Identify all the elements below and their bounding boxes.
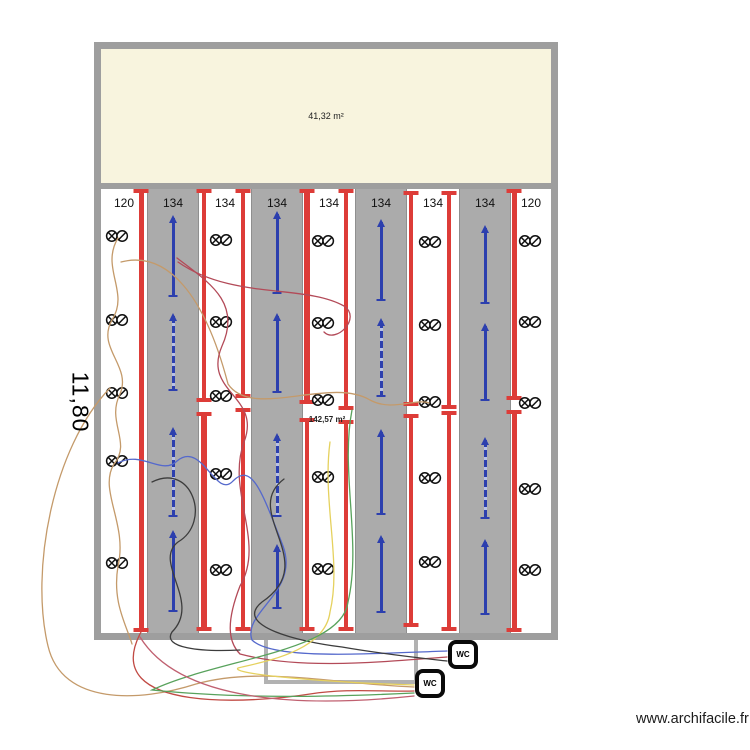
strip-width-label: 134 [474,196,496,210]
archifacile-watermark: www.archifacile.fr [636,711,749,727]
direction-arrow[interactable] [483,326,487,400]
wc-label: WC [423,679,437,688]
direction-arrow[interactable] [483,440,487,518]
top-room-area-label: 41,32 m² [308,111,344,121]
strip-width-label: 134 [162,196,184,210]
top-room[interactable]: 41,32 m² [101,49,551,183]
partition-wall[interactable] [447,193,451,407]
strip-width-label: 134 [266,196,288,210]
wc-label: WC [456,650,470,659]
strip-width-label: 120 [520,196,542,210]
ceiling-light-icon[interactable] [418,235,442,249]
direction-arrow[interactable] [275,214,279,293]
strip-width-label: 120 [113,196,135,210]
room-divider-wall[interactable] [99,183,553,189]
ceiling-light-icon[interactable] [518,563,542,577]
ceiling-light-icon[interactable] [518,482,542,496]
partition-wall[interactable] [447,413,451,629]
building-outline[interactable] [94,42,558,640]
ceiling-light-icon[interactable] [311,234,335,248]
direction-arrow[interactable] [171,218,175,296]
strip-width-label: 134 [214,196,236,210]
strip-width-label: 134 [370,196,392,210]
direction-arrow[interactable] [483,228,487,303]
ceiling-light-icon[interactable] [518,234,542,248]
strip-width-label: 134 [422,196,444,210]
height-dimension-label: 11,80 [67,371,94,433]
ceiling-light-icon[interactable] [518,315,542,329]
annex-outline[interactable] [264,636,418,684]
ceiling-light-icon[interactable] [209,233,233,247]
partition-wall[interactable] [511,412,517,630]
ceiling-light-icon[interactable] [518,396,542,410]
wc-fixture[interactable]: WC [448,640,478,669]
direction-arrow[interactable] [483,542,487,614]
strip-width-label: 134 [318,196,340,210]
partition-wall[interactable] [511,191,517,398]
wc-fixture[interactable]: WC [415,669,445,698]
